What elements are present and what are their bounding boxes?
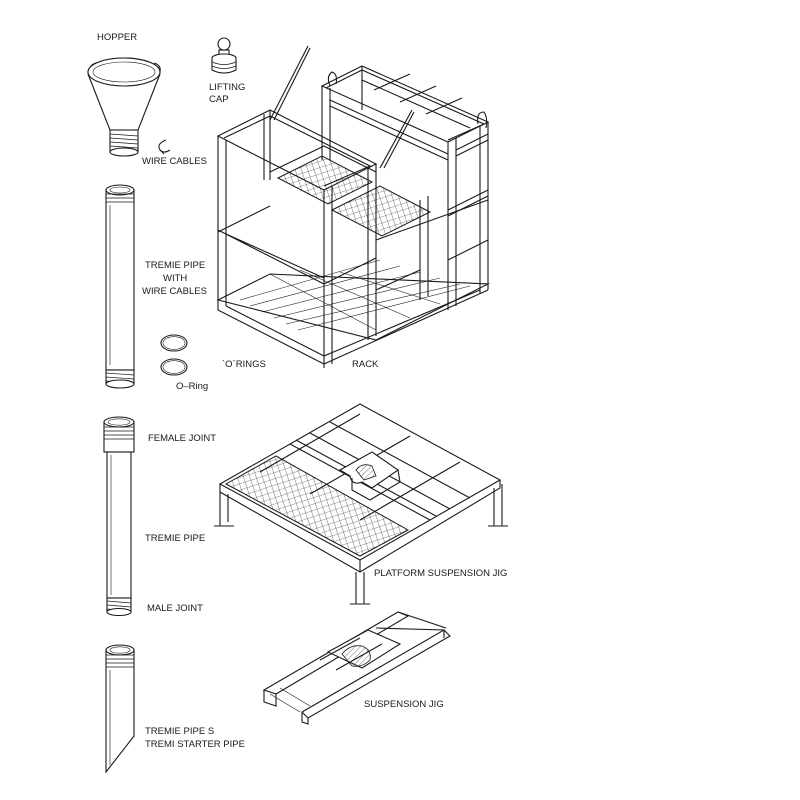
lifting-cap-label-line2: CAP	[209, 94, 229, 105]
platform-suspension-jig-label: PLATFORM SUSPENSION JIG	[374, 568, 507, 579]
starter-pipe-label-line2: TREMI STARTER PIPE	[145, 739, 245, 750]
male-joint-label: MALE JOINT	[147, 603, 203, 614]
suspension-jig-drawing	[262, 611, 451, 725]
lifting-cap-drawing	[211, 37, 237, 74]
tremie-pipe-drawing	[103, 416, 135, 617]
tremie-pipe-wire-label-line1: TREMIE PIPE	[145, 260, 205, 271]
o-rings-drawing	[160, 334, 188, 376]
suspension-jig-label: SUSPENSION JIG	[364, 699, 444, 710]
hopper-drawing	[87, 57, 161, 157]
starter-pipe-label-line1: TREMIE PIPE S	[145, 726, 214, 737]
wire-cable-drawing	[158, 139, 171, 155]
lifting-cap-label-line1: LIFTING	[209, 82, 245, 93]
female-joint-label: FEMALE JOINT	[148, 433, 216, 444]
tremie-pipe-wire-label-line3: WIRE CABLES	[142, 286, 207, 297]
platform-suspension-jig-drawing	[214, 403, 508, 605]
o-ring-label: O–Ring	[176, 381, 208, 392]
hopper-label: HOPPER	[97, 32, 137, 43]
rack-drawing	[216, 45, 491, 368]
tremie-pipe-wire-label-line2: WITH	[163, 273, 187, 284]
wire-cables-label: WIRE CABLES	[142, 156, 207, 167]
starter-pipe-drawing	[105, 644, 135, 774]
tremie-pipe-label: TREMIE PIPE	[145, 533, 205, 544]
o-rings-label: `O`RINGS	[222, 359, 266, 370]
rack-label: RACK	[352, 359, 379, 370]
tremie-pipe-with-wire-cables-drawing	[105, 184, 135, 389]
